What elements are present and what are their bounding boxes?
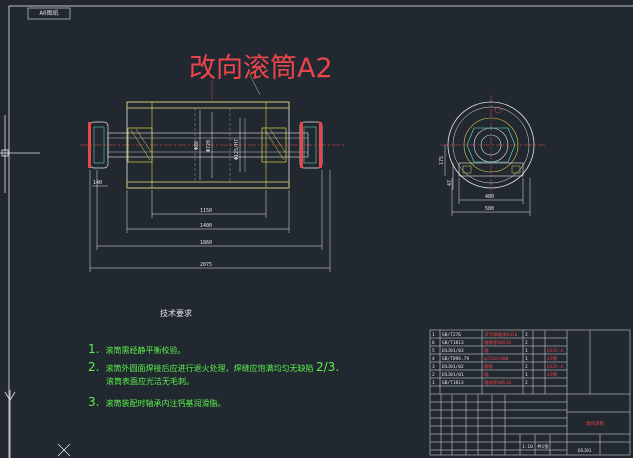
tech-note-2: 2.滚筒外圆面焊接后应进行退火处理，焊缝应饱满均匀无缺陷 2/3. — [88, 360, 340, 374]
corner-tag: A0图纸 — [39, 10, 59, 17]
ucs-icon — [4, 390, 71, 458]
svg-text:Q235-A: Q235-A — [547, 348, 564, 354]
svg-text:1: 1 — [432, 380, 435, 386]
svg-text:轴: 轴 — [484, 371, 489, 378]
svg-text:GB/T896.79: GB/T896.79 — [442, 356, 469, 362]
bom-table — [429, 329, 631, 456]
scale: 1:10 — [522, 444, 533, 450]
front-view: 1150 1400 1860 2075 140 Φ80 Φ720 Φ125/H7 — [80, 74, 345, 272]
dim-480: 480 — [485, 194, 494, 200]
dim-shaft: Φ80 — [194, 141, 200, 150]
svg-text:2: 2 — [525, 332, 528, 338]
dim-1400: 1400 — [200, 223, 212, 229]
svg-text:45钢: 45钢 — [547, 355, 557, 362]
svg-text:5: 5 — [432, 348, 435, 354]
svg-text:6: 6 — [432, 340, 435, 346]
svg-text:Q235-A: Q235-A — [547, 364, 564, 370]
svg-text:DSJ01/01: DSJ01/01 — [442, 372, 464, 378]
tech-note-3: 3.滚筒装配时轴承内注钙基润滑脂。 — [88, 395, 226, 409]
svg-text:端板: 端板 — [484, 363, 493, 370]
dim-175: 175 — [439, 156, 445, 165]
tech-note-1: 1.滚筒需经静平衡校验。 — [88, 342, 186, 356]
dim-2075: 2075 — [200, 262, 212, 268]
svg-text:3: 3 — [432, 364, 435, 370]
svg-text:GB/T1813: GB/T1813 — [442, 340, 464, 346]
dim-bore: Φ125/H7 — [234, 139, 240, 160]
dim-body: Φ720 — [206, 140, 212, 152]
svg-text:轴: 轴 — [484, 347, 489, 354]
svg-text:45钢: 45钢 — [547, 371, 557, 378]
corner-tag-box — [27, 7, 71, 20]
outer-frame — [8, 5, 633, 458]
drawing-title: 改向滚筒A2 — [189, 53, 333, 84]
svg-text:轴承座SN516: 轴承座SN516 — [484, 379, 511, 386]
svg-text:φ720X1400: φ720X1400 — [484, 356, 509, 362]
crosshair-cursor — [0, 115, 40, 193]
dim-140: 140 — [93, 180, 102, 186]
svg-text:GB/T276: GB/T276 — [442, 332, 461, 338]
dim-47: 47 — [447, 180, 453, 186]
dim-580: 580 — [485, 206, 494, 212]
svg-text:4: 4 — [432, 356, 435, 362]
title-block-name: 改向滚筒 — [586, 420, 604, 427]
svg-text:2: 2 — [525, 364, 528, 370]
svg-text:GB/T1813: GB/T1813 — [442, 380, 464, 386]
drawing-number: DSJ01 — [578, 448, 592, 454]
svg-text:2: 2 — [432, 372, 435, 378]
svg-text:DSJ01/03: DSJ01/03 — [442, 348, 464, 354]
side-view: 480 580 175 47 — [439, 95, 545, 216]
svg-text:1: 1 — [432, 332, 435, 338]
svg-text:深沟球轴承6316: 深沟球轴承6316 — [484, 331, 518, 338]
svg-text:轴承座SN516: 轴承座SN516 — [484, 339, 511, 346]
dim-1860: 1860 — [200, 240, 212, 246]
svg-text:1: 1 — [525, 372, 528, 378]
dim-1150: 1150 — [200, 208, 212, 214]
svg-text:2: 2 — [525, 340, 528, 346]
svg-text:2: 2 — [525, 380, 528, 386]
svg-text:1: 1 — [525, 348, 528, 354]
tech-requirements-heading: 技术要求 — [160, 309, 192, 318]
tech-note-2b: 滚筒表面应光洁无毛刺。 — [106, 377, 194, 386]
svg-text:DSJ01/02: DSJ01/02 — [442, 364, 464, 370]
bom-text: 1 GB/T276 深沟球轴承6316 2 6 GB/T1813 轴承座SN51… — [432, 331, 604, 454]
sheet-count: 共1张 — [537, 443, 549, 450]
svg-text:1: 1 — [525, 356, 528, 362]
